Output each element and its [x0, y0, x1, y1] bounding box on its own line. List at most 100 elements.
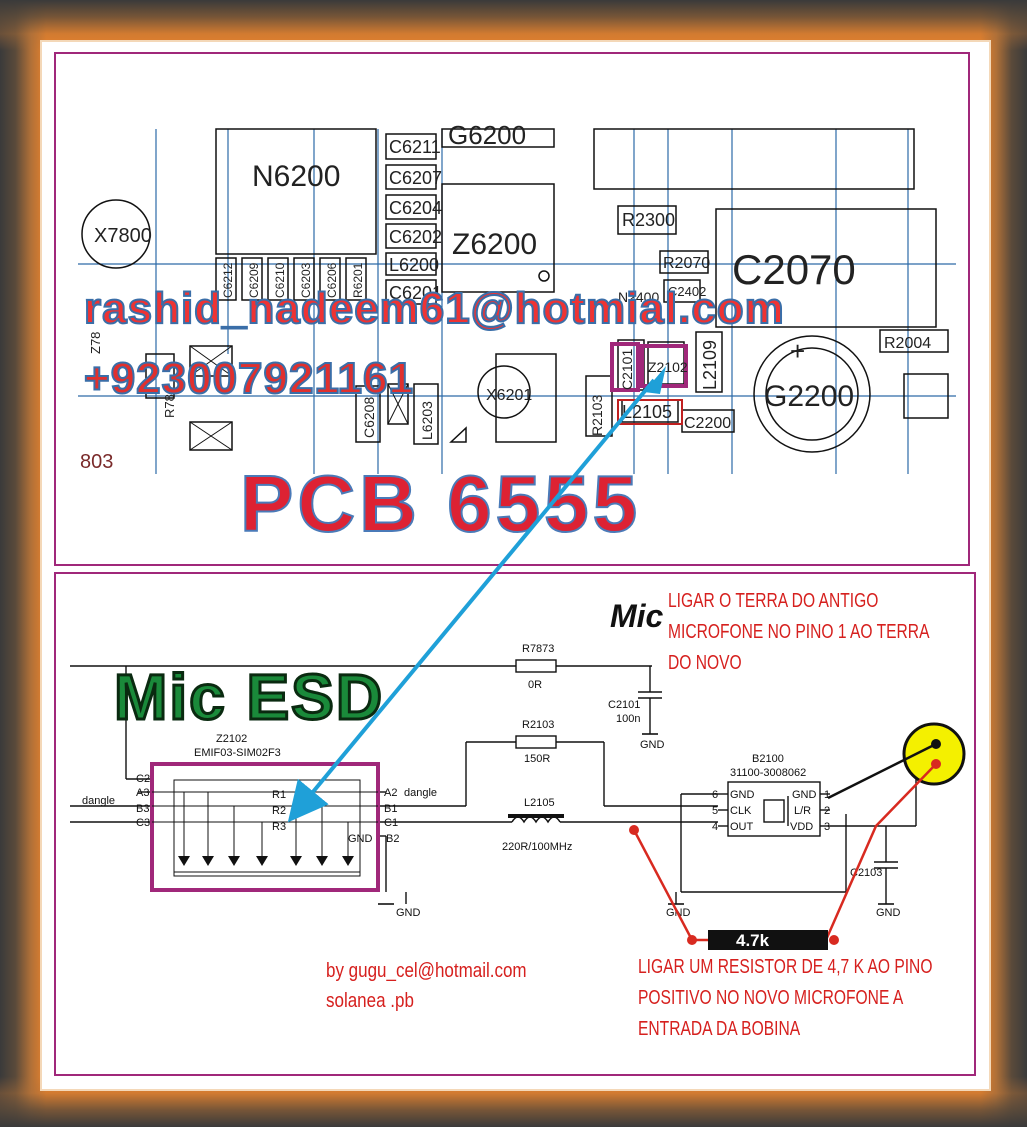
- label-l6203: L6203: [419, 401, 435, 440]
- label-c2402: C2402: [668, 284, 706, 299]
- label-l2105: L2105: [622, 402, 672, 422]
- pcb-grid: [78, 129, 956, 474]
- l2105-value: 220R/100MHz: [502, 841, 572, 853]
- dangle-left: dangle: [82, 795, 115, 807]
- pcb-layout-panel: N6200 C6211 C6207 C6204 C6202 L6200 C620…: [54, 52, 970, 566]
- z2102-highlight-box: [150, 762, 380, 892]
- label-l2109: L2109: [700, 340, 720, 390]
- resistor-r2103: [515, 735, 557, 749]
- note-resistor: LIGAR UM RESISTOR DE 4,7 K AO PINO POSIT…: [638, 952, 932, 1045]
- wire-node-res-left: [687, 935, 697, 945]
- label-z2102: Z2102: [648, 359, 688, 375]
- label-g6200: G6200: [448, 120, 526, 150]
- r2103-name: R2103: [522, 719, 554, 731]
- label-803: 803: [80, 451, 113, 473]
- note-resistor-line-1: LIGAR UM RESISTOR DE 4,7 K AO PINO: [638, 956, 933, 978]
- label-c6204: C6204: [389, 198, 442, 218]
- b2100-body: [727, 781, 821, 837]
- label-c2200: C2200: [684, 415, 731, 432]
- b2100-pin-gnd-left: GND: [730, 789, 755, 801]
- b2100-pin-vdd: VDD: [790, 821, 813, 833]
- label-c6212: C6212: [221, 262, 235, 298]
- note-ground-line-1: LIGAR O TERRA DO ANTIGO: [668, 590, 879, 612]
- credit-location: solanea .pb: [326, 990, 414, 1012]
- note-resistor-line-3: ENTRADA DA BOBINA: [638, 1018, 801, 1040]
- gnd-z2102: GND: [396, 907, 421, 919]
- label-r2103: R2103: [589, 395, 605, 436]
- z2102-gnd: GND: [348, 833, 373, 845]
- note-ground-line-3: DO NOVO: [668, 652, 742, 674]
- plus-sign: +: [790, 336, 805, 366]
- pcb-cross-marks: [189, 345, 409, 451]
- pcb-labels: N6200 C6211 C6207 C6204 C6202 L6200 C620…: [80, 120, 931, 473]
- c2103-name: C2103: [850, 867, 882, 879]
- pin-a2: A2: [384, 787, 397, 799]
- pcb-highlights: [610, 342, 688, 392]
- b2100-num-4: 4: [712, 821, 718, 833]
- label-x7800: X7800: [94, 225, 152, 247]
- b2100-name: B2100: [752, 753, 784, 765]
- z2102-diodes: [178, 856, 354, 866]
- schematic-labels: Z2102 EMIF03-SIM02F3 C2 A3 B3 C3 R1 R2 R…: [82, 643, 901, 919]
- pcb-layout-svg: N6200 C6211 C6207 C6204 C6202 L6200 C620…: [78, 120, 956, 474]
- r7873-name: R7873: [522, 643, 554, 655]
- pin-c1: C1: [384, 817, 398, 829]
- dangle-right: dangle: [404, 787, 437, 799]
- z2102-name: Z2102: [216, 733, 247, 745]
- label-c6206: C6206: [325, 262, 339, 298]
- label-z6200: Z6200: [452, 228, 537, 261]
- b2100-num-5: 5: [712, 805, 718, 817]
- label-x6201: X6201: [486, 387, 532, 404]
- label-g2200: G2200: [764, 380, 854, 413]
- wire-node-left: [629, 825, 639, 835]
- gnd-c2103: GND: [876, 907, 901, 919]
- b2100-num-3: 3: [824, 821, 830, 833]
- b2100-mic-symbol: [763, 799, 785, 823]
- b2100-num-6: 6: [712, 789, 718, 801]
- c2101-name: C2101: [608, 699, 640, 711]
- pcb-l2105-highlight: [617, 399, 683, 425]
- inductor-core: [508, 814, 564, 818]
- pin-b2: B2: [386, 833, 399, 845]
- pin-b3: B3: [136, 803, 149, 815]
- pin-r2: R2: [272, 805, 286, 817]
- mic-heading-partial: Mic: [610, 598, 664, 634]
- c2101-value: 100n: [616, 713, 640, 725]
- credit-author: by gugu_cel@hotmail.com: [326, 960, 527, 982]
- b2100-pin-clk: CLK: [730, 805, 752, 817]
- mic-ground-wire: [827, 742, 937, 800]
- pin-c3: C3: [136, 817, 150, 829]
- r7873-value: 0R: [528, 679, 542, 691]
- label-c6211: C6211: [389, 137, 441, 157]
- resistor-r7873: [515, 659, 557, 673]
- b2100-pin-lr: L/R: [794, 805, 811, 817]
- z2102-internal: [152, 791, 378, 873]
- label-c6209: C6209: [247, 262, 261, 298]
- new-mic-icon: [902, 722, 966, 786]
- label-r2300: R2300: [622, 210, 675, 230]
- label-r2070: R2070: [663, 255, 710, 272]
- schematic-svg: Z2102 EMIF03-SIM02F3 C2 A3 B3 C3 R1 R2 R…: [70, 643, 966, 950]
- z2102-body: [173, 779, 361, 877]
- label-r6201: R6201: [351, 262, 365, 298]
- pcb-title: PCB 6555: [239, 458, 642, 549]
- label-c6207: C6207: [389, 168, 442, 188]
- note-resistor-line-2: POSITIVO NO NOVO MICROFONE A: [638, 987, 904, 1009]
- label-l6200: L6200: [389, 255, 439, 275]
- resistor-4-7k-label: 4.7k: [736, 931, 770, 950]
- l2105-name: L2105: [524, 797, 555, 809]
- resistor-4-7k: [708, 930, 828, 950]
- label-z78: Z78: [88, 332, 103, 354]
- label-r2004: R2004: [884, 335, 931, 352]
- mic-esd-title: Mic ESD: [112, 660, 385, 735]
- b2100-part: 31100-3008062: [730, 767, 806, 779]
- label-c6208: C6208: [361, 397, 377, 438]
- schematic-panel: Z2102 EMIF03-SIM02F3 C2 A3 B3 C3 R1 R2 R…: [54, 572, 976, 1076]
- label-n2400: N2400: [618, 289, 659, 305]
- label-c2070: C2070: [732, 246, 856, 293]
- connection-arrow-tail: [644, 366, 666, 394]
- pin-c2: C2: [136, 773, 150, 785]
- note-ground: LIGAR O TERRA DO ANTIGO MICROFONE NO PIN…: [668, 586, 929, 679]
- pin-b1: B1: [384, 803, 397, 815]
